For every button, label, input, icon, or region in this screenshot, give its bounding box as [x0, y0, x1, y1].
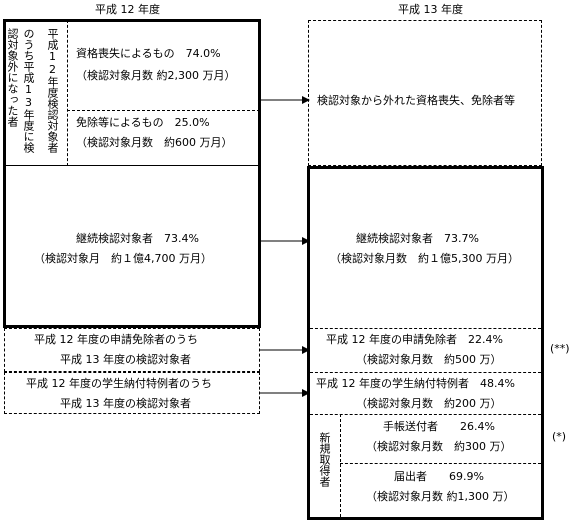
left-student-line2: 平成 13 年度の検認対象者 — [60, 397, 191, 410]
right-notified-line1: 届出者 69.9% — [394, 470, 484, 483]
left-student-box — [4, 372, 260, 414]
left-exempt-box — [4, 328, 260, 372]
right-notified-line2: （検認対象月数 約1,300 万） — [366, 490, 515, 503]
right-student-divider-top — [310, 372, 541, 373]
left-continuing-divider — [4, 165, 260, 166]
arrow-continuing — [260, 237, 310, 245]
left-student-line1: 平成 12 年度の学生納付特例者のうち — [26, 377, 212, 390]
right-new-vertical: 新規取得者 — [318, 432, 331, 487]
right-handbook-line1: 手帳送付者 26.4% — [383, 420, 495, 433]
left-excluded-vertical-outer2: のうち平成13年度に検 — [22, 28, 35, 153]
header-fy12: 平成 12 年度 — [95, 3, 160, 16]
right-continuing-line2: （検認対象月数 約１億5,300 万月） — [330, 252, 519, 265]
right-handbook-line2: （検認対象月数 約300 万） — [366, 440, 512, 453]
left-exempt-line2: 平成 13 年度の検認対象者 — [60, 353, 191, 366]
left-loss-line1: 資格喪失によるもの 74.0% — [76, 47, 221, 60]
right-excluded-label: 検認対象から外れた資格喪失、免除者等 — [317, 94, 515, 107]
left-exempt-line1: 平成 12 年度の申請免除者のうち — [34, 333, 198, 346]
left-excluded-divider-h — [67, 110, 260, 111]
right-new-divider-top — [310, 414, 541, 415]
arrow-exempt — [260, 346, 310, 354]
right-new-divider-mid — [340, 463, 541, 464]
note-double-star: (**) — [550, 342, 570, 355]
left-excluded-vertical-outer: 認対象外になった者 — [6, 28, 19, 127]
arrow-student — [260, 389, 310, 397]
right-new-divider-v — [340, 414, 341, 517]
left-continuing-line2: （検認対象月 約１億4,700 万月） — [34, 252, 212, 265]
header-fy13: 平成 13 年度 — [398, 3, 463, 16]
left-excluded-divider-v — [67, 20, 68, 166]
left-excluded-vertical-inner: 平成12年度検認対象者 — [46, 28, 59, 153]
right-student-line2: （検認対象月数 約200 万） — [356, 397, 502, 410]
left-exempt-loss-line2: （検認対象月数 約600 万月） — [76, 136, 233, 149]
right-exempt-line1: 平成 12 年度の申請免除者 22.4% — [326, 333, 503, 346]
note-single-star: (*) — [552, 430, 567, 443]
arrow-excluded — [260, 96, 310, 104]
right-excluded-box — [308, 20, 542, 166]
left-fy12-thick-box — [3, 19, 261, 328]
left-exempt-loss-line1: 免除等によるもの 25.0% — [76, 116, 210, 129]
right-continuing-line1: 継続検認対象者 73.7% — [356, 232, 479, 245]
right-exempt-line2: （検認対象月数 約500 万） — [356, 353, 502, 366]
right-student-line1: 平成 12 年度の学生納付特例者 48.4% — [316, 377, 515, 390]
left-loss-line2: （検認対象月数 約2,300 万月） — [76, 69, 236, 82]
right-exempt-divider-top — [310, 328, 541, 329]
right-fy13-thick-box — [307, 166, 544, 520]
left-continuing-line1: 継続検認対象者 73.4% — [76, 232, 199, 245]
